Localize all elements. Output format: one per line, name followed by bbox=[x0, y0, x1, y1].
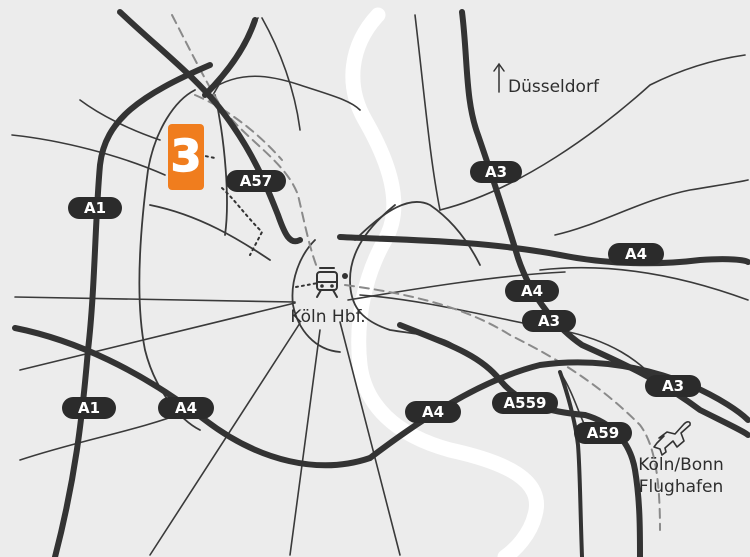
location-marker-number: 3 bbox=[171, 131, 202, 182]
motorway-shield-a4-center: A4 bbox=[505, 280, 559, 302]
airplane-icon[interactable] bbox=[653, 421, 691, 456]
motorway-shield-a3-east: A3 bbox=[645, 375, 701, 397]
place-airport-line2: Flughafen bbox=[639, 477, 723, 497]
svg-text:A59: A59 bbox=[587, 424, 619, 442]
svg-text:A4: A4 bbox=[422, 403, 444, 421]
train-station-icon[interactable] bbox=[316, 267, 338, 298]
svg-text:A4: A4 bbox=[175, 399, 197, 417]
railway-lines bbox=[171, 14, 661, 531]
svg-text:A3: A3 bbox=[485, 163, 507, 181]
place-koeln-hbf: Köln Hbf. bbox=[290, 307, 365, 327]
svg-text:A3: A3 bbox=[662, 377, 684, 395]
location-marker-badge[interactable] bbox=[168, 124, 204, 190]
svg-text:A3: A3 bbox=[538, 312, 560, 330]
river-rhine bbox=[345, 7, 544, 557]
motorway-shield-a4-west: A4 bbox=[158, 397, 214, 419]
place-duesseldorf: Düsseldorf bbox=[508, 77, 600, 97]
arrow-up-icon bbox=[493, 62, 505, 93]
motorway-shield-a559: A559 bbox=[492, 392, 558, 414]
motorway-shield-a59: A59 bbox=[574, 422, 632, 444]
motorway-shield-a57: A57 bbox=[226, 170, 286, 192]
motorway-shield-a4-east: A4 bbox=[608, 243, 664, 265]
motorway-a57 bbox=[117, 9, 303, 245]
svg-text:A4: A4 bbox=[521, 282, 543, 300]
motorway-a1 bbox=[52, 62, 213, 557]
svg-text:A57: A57 bbox=[240, 172, 272, 190]
motorway-shield-a4-south: A4 bbox=[405, 401, 461, 423]
svg-text:A1: A1 bbox=[84, 199, 106, 217]
motorway-shield-a1-north: A1 bbox=[68, 197, 122, 219]
motorway-a4-west bbox=[12, 325, 373, 469]
motorway-a4-lower bbox=[337, 234, 750, 267]
svg-text:A4: A4 bbox=[625, 245, 647, 263]
place-airport-line1: Köln/Bonn bbox=[638, 455, 724, 475]
svg-text:A1: A1 bbox=[78, 399, 100, 417]
svg-text:A559: A559 bbox=[504, 394, 547, 412]
location-marker[interactable]: 3 bbox=[168, 124, 204, 190]
motorway-shield-a3-north: A3 bbox=[470, 161, 522, 183]
motorway-shield-a1-south: A1 bbox=[62, 397, 116, 419]
motorway-shield-a3-center: A3 bbox=[522, 310, 576, 332]
station-dot bbox=[342, 273, 348, 279]
